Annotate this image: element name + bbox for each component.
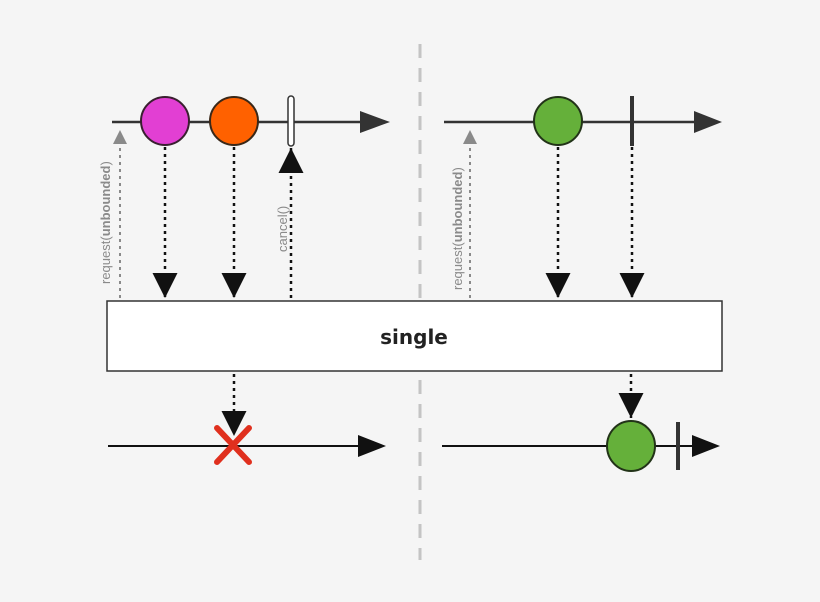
timeline-arrow-icon: [692, 435, 720, 457]
operator-label: single: [380, 325, 448, 349]
cancel-label: cancel(): [275, 206, 290, 252]
cancel-marker: [287, 95, 295, 147]
timeline-arrow-icon: [358, 435, 386, 457]
right-request-label: request(unbounded): [450, 167, 465, 290]
left-source-marble-2: [209, 96, 259, 146]
left-request-label: request(unbounded): [98, 161, 113, 284]
left-output-timeline: [108, 435, 386, 457]
timeline-arrow-icon: [694, 111, 722, 133]
left-source-marble-1: [140, 96, 190, 146]
error-x-icon: [214, 425, 252, 465]
operator-box: [106, 300, 723, 372]
right-source-marble-1: [533, 96, 583, 146]
right-source-timeline: [444, 111, 722, 133]
right-output-marble-1: [606, 420, 656, 472]
timeline-arrow-icon: [360, 111, 390, 133]
